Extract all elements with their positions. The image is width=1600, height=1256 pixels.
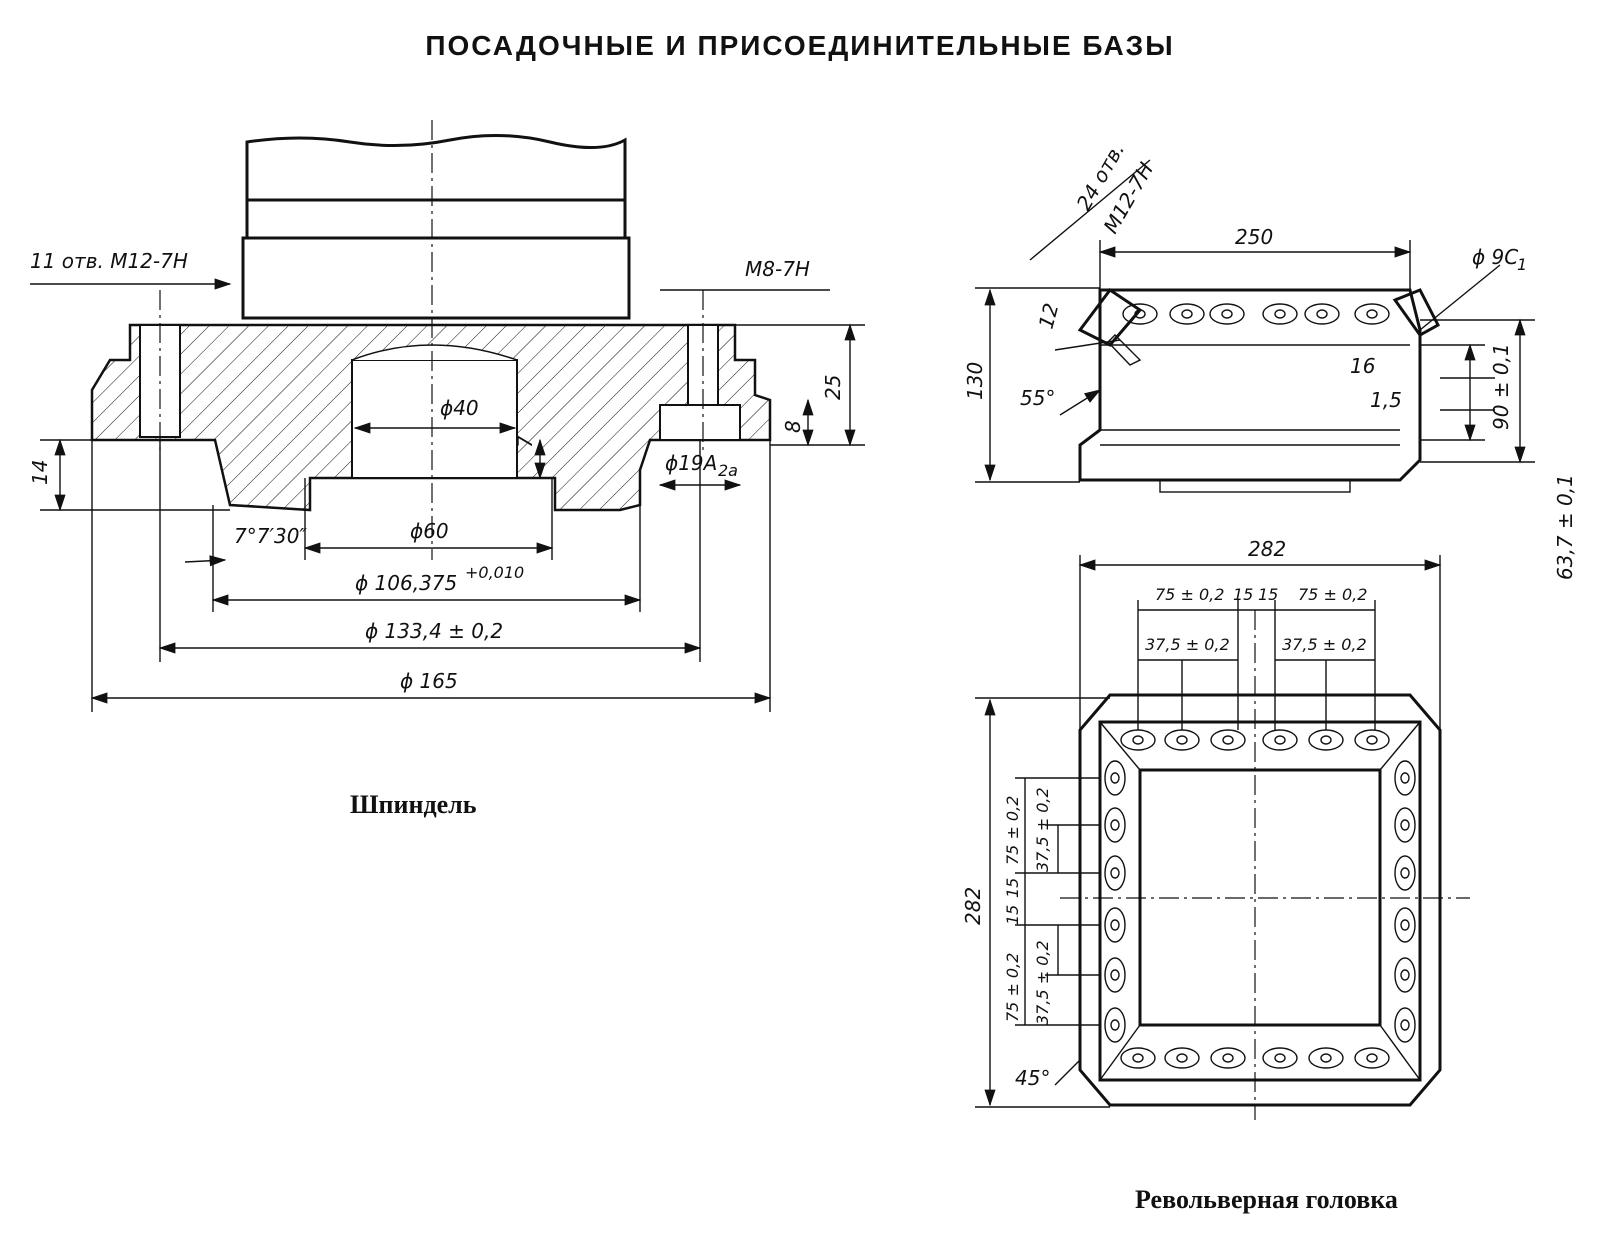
h130-label: 130 bbox=[963, 362, 987, 400]
side-bolt bbox=[1077, 287, 1143, 347]
d19-sub-label: 2a bbox=[718, 461, 738, 480]
d165-label: ϕ 165 bbox=[400, 669, 458, 693]
turret-side-body bbox=[1078, 288, 1422, 482]
turret-side-view: 24 отв. M12-7H 250 ϕ 9C 1 130 12 55° 16 … bbox=[963, 139, 1577, 580]
v375b-label: 37,5 ± 0,2 bbox=[1033, 940, 1052, 1025]
d9-label: ϕ 9C bbox=[1472, 245, 1518, 269]
d106-label: ϕ 106,375 bbox=[355, 571, 457, 595]
h14-label: 14 bbox=[28, 460, 52, 485]
h7-label: 7 bbox=[513, 435, 537, 448]
h282-label: 282 bbox=[961, 887, 985, 925]
d60-label: ϕ60 bbox=[410, 519, 449, 543]
plan-holes bbox=[1104, 729, 1416, 1069]
spindle-body-lower bbox=[241, 236, 631, 320]
v15a-label: 15 bbox=[1003, 878, 1022, 898]
thread-right-label: M8-7H bbox=[745, 257, 810, 281]
turret-plan-outer bbox=[1078, 693, 1442, 1107]
v15b-label: 15 bbox=[1003, 905, 1022, 925]
d75b-label: 75 ± 0,2 bbox=[1298, 585, 1367, 604]
v375a-label: 37,5 ± 0,2 bbox=[1033, 787, 1052, 872]
angle45-label: 45° bbox=[1015, 1066, 1050, 1090]
side-holes bbox=[1122, 303, 1390, 325]
d375b-label: 37,5 ± 0,2 bbox=[1282, 635, 1367, 654]
spindle-body-top bbox=[245, 133, 627, 202]
h25-label: 25 bbox=[821, 375, 845, 400]
v75a-label: 75 ± 0,2 bbox=[1003, 796, 1022, 865]
spindle-caption: Шпиндель bbox=[350, 790, 477, 819]
d133-label: ϕ 133,4 ± 0,2 bbox=[365, 619, 503, 643]
h15-label: 1,5 bbox=[1370, 388, 1402, 412]
h8-label: 8 bbox=[781, 420, 805, 433]
w282-top-label: 282 bbox=[1248, 537, 1286, 561]
turret-caption: Револьверная головка bbox=[1135, 1185, 1398, 1214]
h12-label: 12 bbox=[1034, 300, 1064, 331]
v75b-label: 75 ± 0,2 bbox=[1003, 953, 1022, 1022]
d9-sub-label: 1 bbox=[1517, 255, 1527, 274]
w250-label: 250 bbox=[1235, 225, 1273, 249]
h637-label: 63,7 ± 0,1 bbox=[1553, 474, 1577, 580]
turret-plan-view: 282 75 ± 0,2 15 15 75 ± 0,2 37,5 ± 0,2 3… bbox=[961, 537, 1470, 1120]
d15a-label: 15 bbox=[1233, 585, 1253, 604]
d19-label: ϕ19A bbox=[665, 451, 717, 475]
h16-label: 16 bbox=[1350, 354, 1375, 378]
spindle-body-ring bbox=[245, 198, 627, 240]
page-title: ПОСАДОЧНЫЕ И ПРИСОЕДИНИТЕЛЬНЫЕ БАЗЫ bbox=[425, 30, 1175, 61]
spindle-bore bbox=[351, 359, 518, 479]
d106-tol-label: +0,010 bbox=[465, 563, 524, 582]
d40-label: ϕ40 bbox=[440, 396, 479, 420]
h90-label: 90 ± 0,1 bbox=[1489, 343, 1513, 430]
d75a-label: 75 ± 0,2 bbox=[1155, 585, 1224, 604]
d15b-label: 15 bbox=[1258, 585, 1278, 604]
spindle-drawing: 11 отв. M12-7H M8-7H ϕ40 ϕ60 ϕ 106,375 +… bbox=[28, 120, 865, 712]
d375a-label: 37,5 ± 0,2 bbox=[1145, 635, 1230, 654]
angle55-label: 55° bbox=[1020, 386, 1055, 410]
holes-left-label: 11 отв. M12-7H bbox=[30, 249, 188, 273]
angle-label: 7°7′30″ bbox=[234, 524, 307, 548]
